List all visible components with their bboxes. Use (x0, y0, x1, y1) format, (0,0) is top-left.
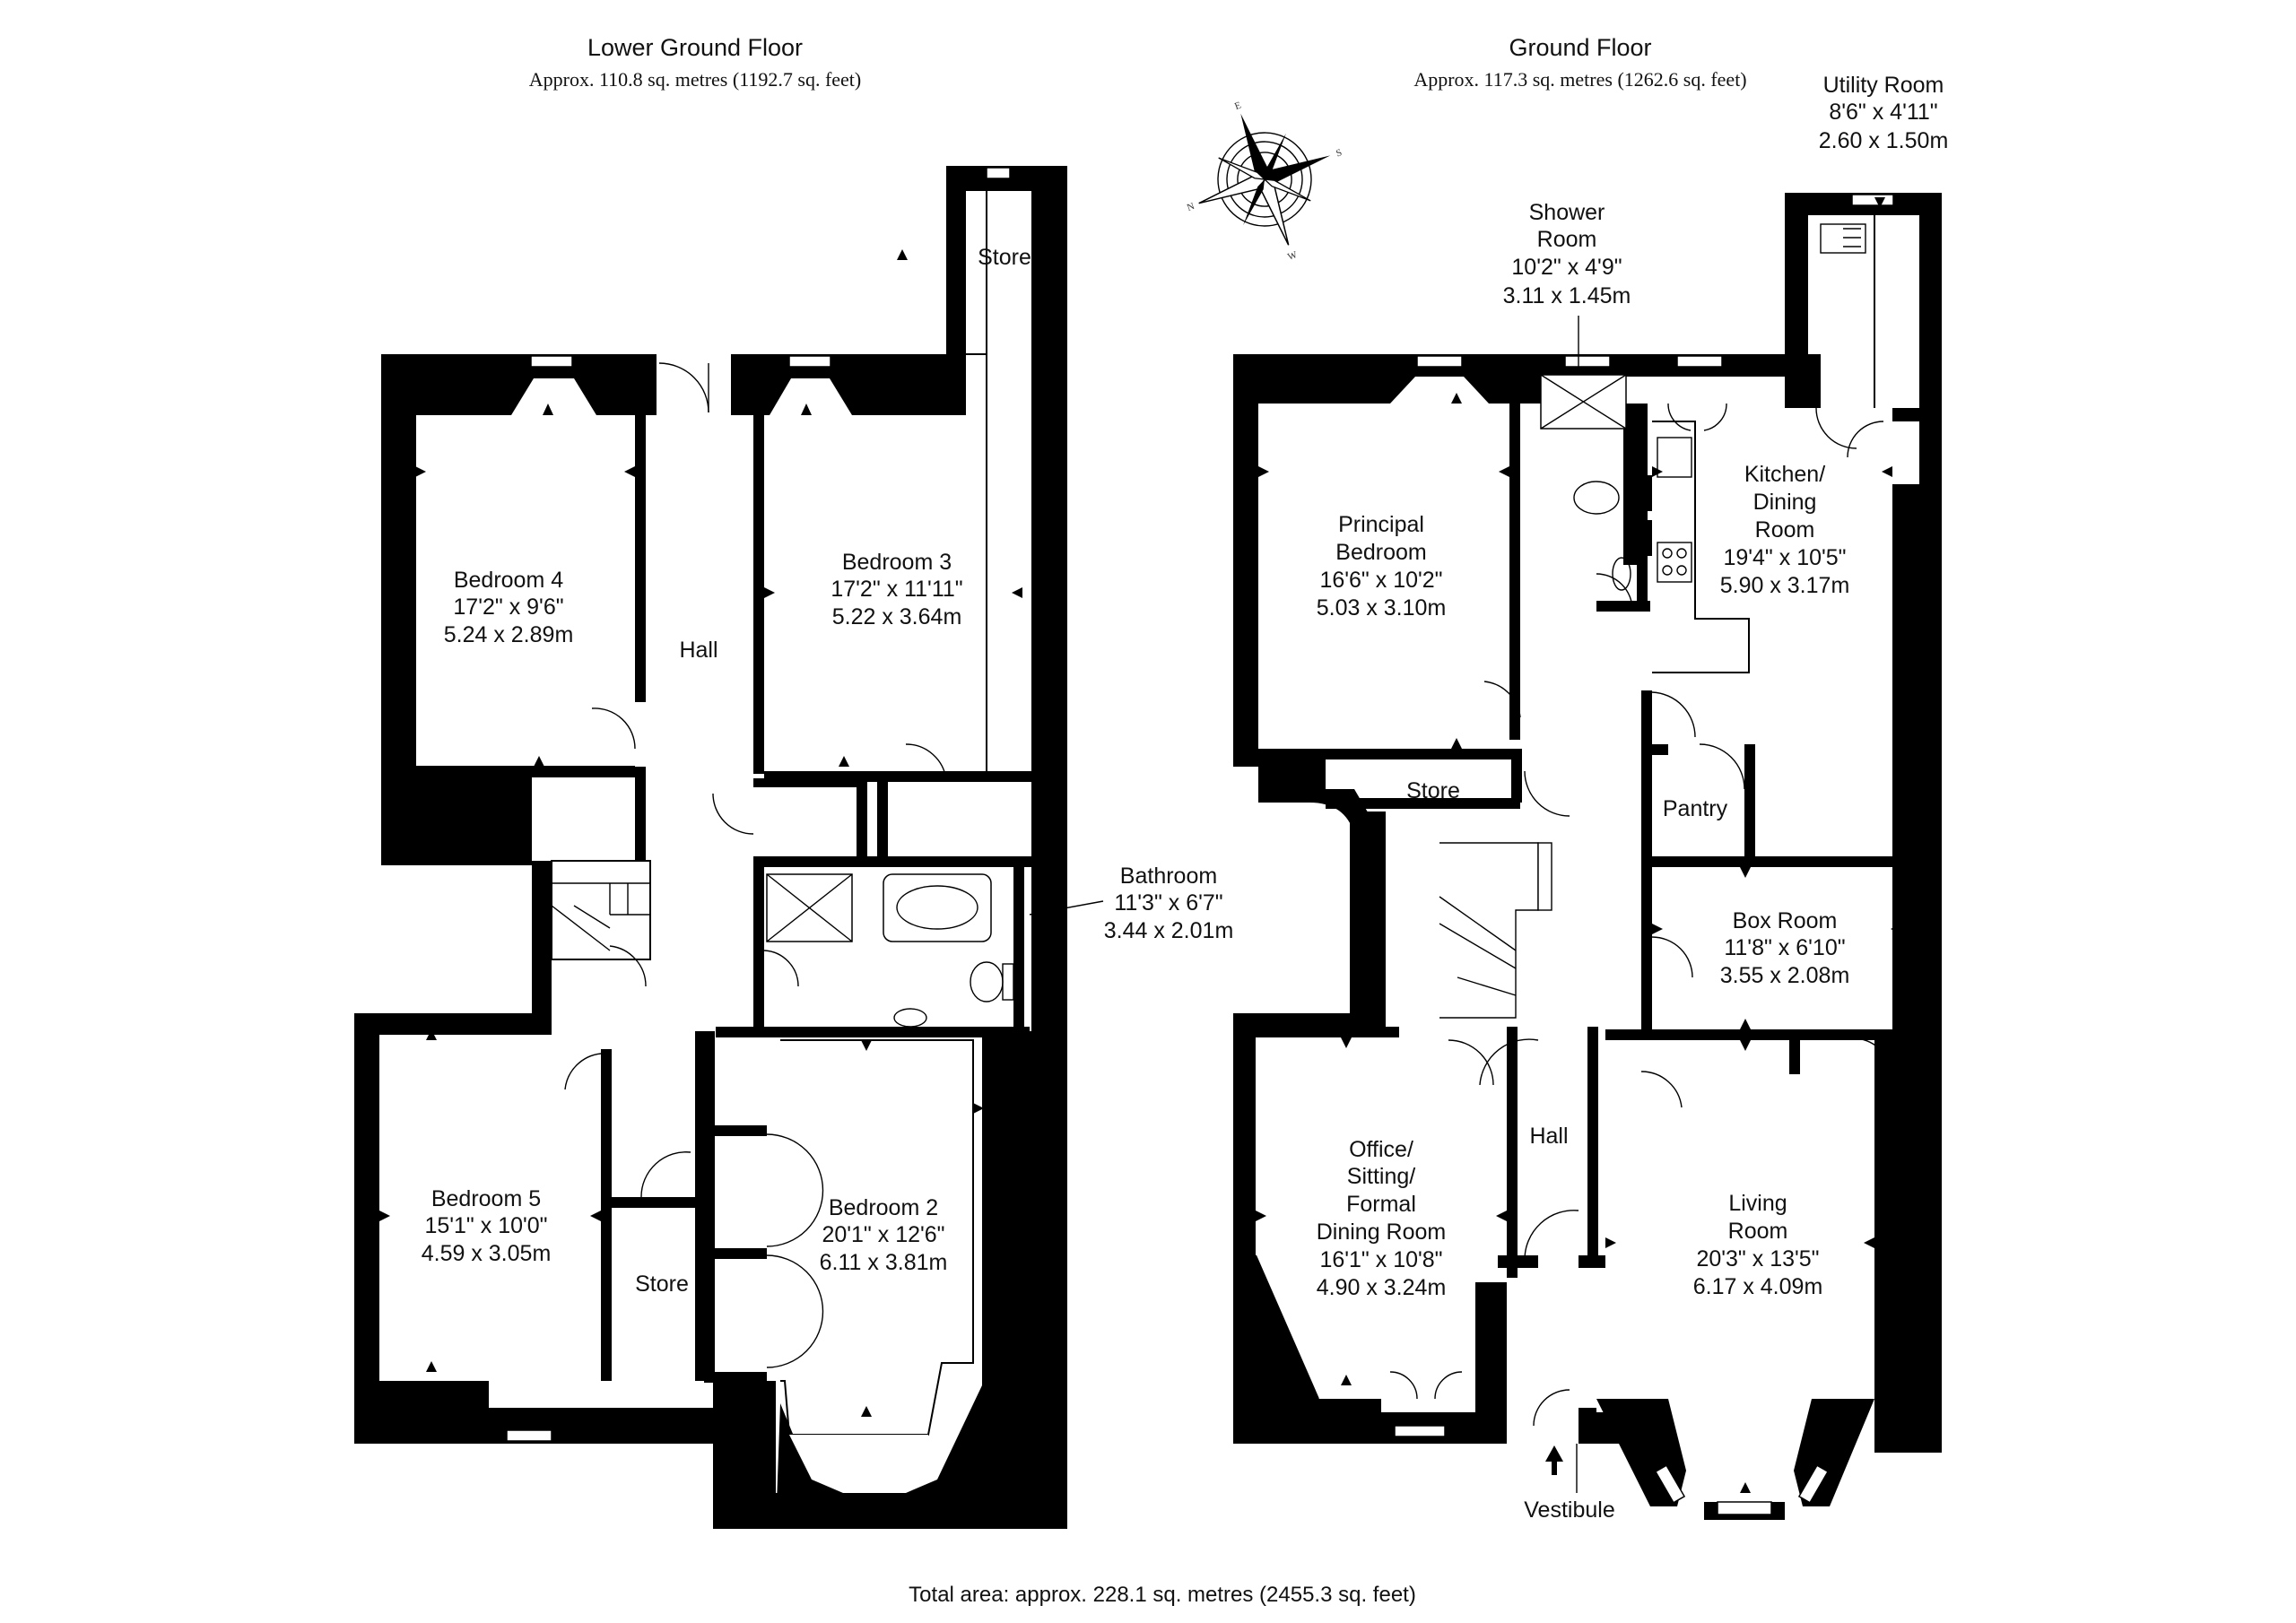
office-label-4: Dining Room (1317, 1219, 1447, 1245)
bedroom-2-size-imperial: 20'1" x 12'6" (822, 1222, 944, 1247)
principal-bedroom-size-imperial: 16'6" x 10'2" (1319, 568, 1442, 593)
shower-room-size-imperial: 10'2" x 4'9" (1511, 255, 1622, 280)
kitchen-size-imperial: 19'4" x 10'5" (1723, 545, 1846, 570)
bedroom-5-size-imperial: 15'1" x 10'0" (424, 1213, 547, 1238)
utility-room-size-imperial: 8'6" x 4'11" (1829, 100, 1937, 125)
bedroom-5-size-metric: 4.59 x 3.05m (422, 1241, 552, 1266)
kitchen-label-1: Kitchen/ (1744, 462, 1825, 487)
bedroom-4-size-imperial: 17'2" x 9'6" (453, 595, 563, 620)
bedroom-3-size-imperial: 17'2" x 11'11" (831, 577, 962, 602)
bedroom-4-label: Bedroom 4 (454, 568, 563, 593)
bedroom-3-label: Bedroom 3 (842, 550, 952, 575)
lower-floor-area: Approx. 110.8 sq. metres (1192.7 sq. fee… (529, 68, 861, 91)
vestibule-label: Vestibule (1524, 1497, 1614, 1523)
kitchen-label-2: Dining (1753, 490, 1817, 515)
shower-room-size-metric: 3.11 x 1.45m (1503, 283, 1631, 308)
bathroom-size-metric: 3.44 x 2.01m (1104, 918, 1234, 943)
kitchen-size-metric: 5.90 x 3.17m (1720, 573, 1850, 598)
compass-w: W (1286, 249, 1299, 263)
shower-room-label-1: Shower (1529, 200, 1605, 225)
lower-store-top-label: Store (978, 245, 1031, 270)
living-room-label-2: Room (1728, 1219, 1788, 1244)
bathroom-label: Bathroom (1120, 864, 1217, 889)
bedroom-4-size-metric: 5.24 x 2.89m (444, 622, 574, 647)
ground-floor-title: Ground Floor (1509, 34, 1651, 61)
kitchen-label-3: Room (1755, 517, 1815, 542)
office-label-1: Office/ (1349, 1137, 1413, 1162)
bathroom-size-imperial: 11'3" x 6'7" (1114, 890, 1222, 916)
utility-room-label: Utility Room (1823, 73, 1944, 98)
principal-bedroom-size-metric: 5.03 x 3.10m (1317, 595, 1447, 621)
bedroom-2-size-metric: 6.11 x 3.81m (820, 1250, 948, 1275)
box-room-size-metric: 3.55 x 2.08m (1720, 963, 1850, 988)
compass-e: E (1233, 100, 1243, 112)
living-room-size-imperial: 20'3" x 13'5" (1696, 1246, 1819, 1271)
pantry-label: Pantry (1663, 796, 1728, 821)
box-room-label: Box Room (1733, 908, 1838, 933)
ground-floor-plan: Utility Room 8'6" x 4'11" 2.60 x 1.50m S… (1233, 73, 1948, 1523)
ground-store-label: Store (1406, 778, 1460, 803)
compass-icon: N E S W (1186, 100, 1344, 263)
bedroom-3-size-metric: 5.22 x 3.64m (832, 604, 962, 629)
principal-bedroom-label-2: Bedroom (1335, 540, 1426, 565)
office-label-3: Formal (1346, 1192, 1416, 1217)
living-room-label-1: Living (1728, 1191, 1787, 1216)
lower-hall-label: Hall (679, 638, 718, 663)
living-room-size-metric: 6.17 x 4.09m (1693, 1274, 1823, 1299)
ground-hall-label: Hall (1529, 1124, 1568, 1149)
box-room-size-imperial: 11'8" x 6'10" (1724, 935, 1845, 960)
bedroom-2-label: Bedroom 2 (829, 1195, 938, 1220)
shower-room-label-2: Room (1537, 227, 1597, 252)
principal-bedroom-label-1: Principal (1338, 512, 1424, 537)
office-size-imperial: 16'1" x 10'8" (1319, 1247, 1442, 1272)
lower-floor-title: Lower Ground Floor (587, 34, 803, 61)
total-area: Total area: approx. 228.1 sq. metres (24… (909, 1583, 1416, 1607)
compass-s: S (1335, 147, 1344, 159)
bedroom-5-label: Bedroom 5 (431, 1186, 541, 1211)
bathroom-leader-line (1029, 900, 1104, 916)
compass-n: N (1186, 201, 1196, 213)
lower-ground-floor-plan: Store Bedroom 4 17'2" x 9'6" 5.24 x 2.89… (354, 166, 1233, 1529)
lower-store-bottom-label: Store (635, 1271, 689, 1297)
office-label-2: Sitting/ (1347, 1164, 1415, 1189)
office-size-metric: 4.90 x 3.24m (1317, 1275, 1447, 1300)
utility-room-size-metric: 2.60 x 1.50m (1819, 128, 1949, 153)
ground-floor-area: Approx. 117.3 sq. metres (1262.6 sq. fee… (1413, 68, 1746, 91)
